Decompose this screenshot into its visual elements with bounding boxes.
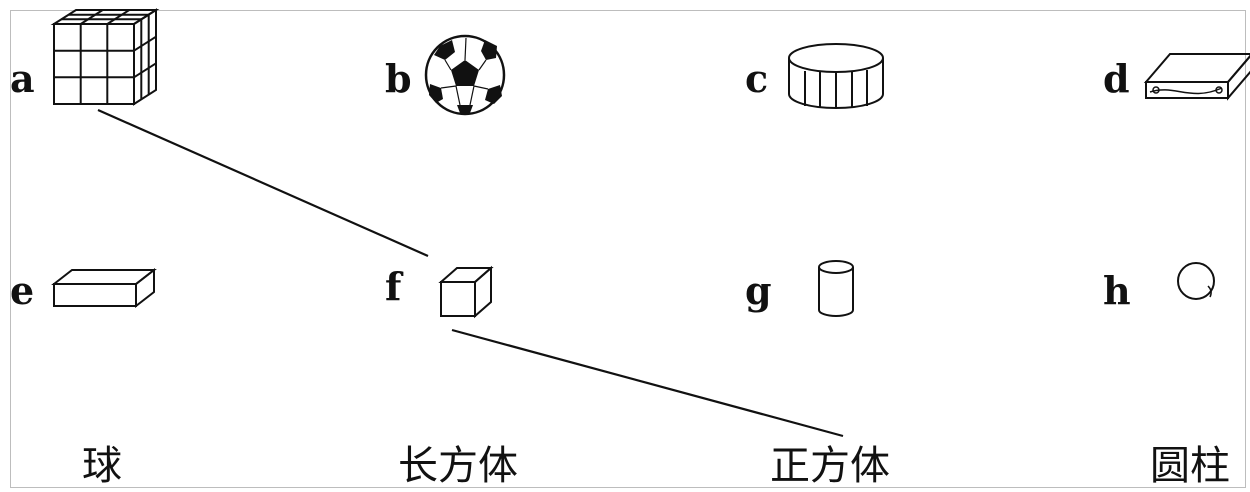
label-h: h [1103, 268, 1131, 313]
label-e: e [10, 268, 35, 313]
label-c: c [745, 56, 769, 101]
label-a: a [10, 56, 35, 101]
category-cube: 正方体 [770, 443, 890, 489]
small-cube-icon [438, 265, 494, 319]
box-device-icon [1143, 53, 1250, 101]
label-b: b [385, 56, 412, 101]
rectangular-prism-icon [51, 267, 157, 309]
category-cuboid: 长方体 [398, 443, 518, 489]
category-sphere: 球 [82, 443, 122, 489]
rubiks-cube-icon [50, 8, 160, 106]
soccer-ball-icon [424, 34, 506, 116]
label-f: f [385, 264, 402, 309]
connector-f-to-cube [451, 328, 844, 438]
connector-a-to-f [97, 108, 429, 258]
circle-ball-icon [1177, 262, 1215, 300]
drum-cylinder-icon [788, 43, 884, 109]
category-cylinder: 圆柱 [1150, 443, 1230, 489]
diagram-frame [10, 10, 1246, 488]
label-d: d [1103, 56, 1130, 101]
cylinder-icon [818, 260, 854, 317]
label-g: g [745, 268, 772, 313]
